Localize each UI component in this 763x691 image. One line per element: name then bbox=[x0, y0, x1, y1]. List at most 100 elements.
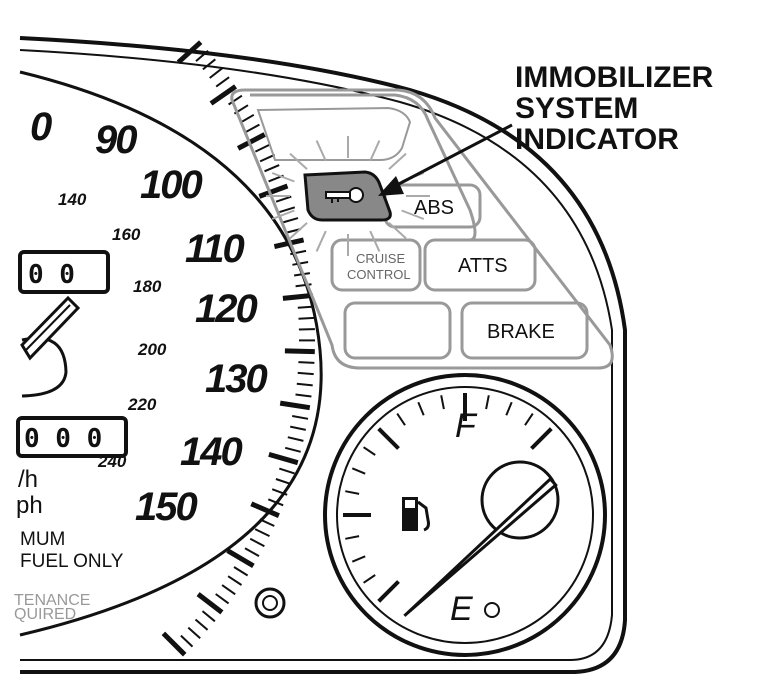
speed-tick bbox=[279, 206, 296, 214]
speedometer-needle bbox=[20, 295, 81, 361]
fuel-needle bbox=[403, 476, 558, 617]
glow-ray bbox=[289, 152, 308, 170]
speed-tick bbox=[249, 537, 265, 548]
glow-ray bbox=[388, 222, 407, 240]
speed-label-0: 0 bbox=[30, 105, 52, 149]
fuel-tick bbox=[377, 427, 400, 450]
fuel-warning-line-1: MUM bbox=[20, 529, 65, 550]
glow-ray bbox=[401, 209, 425, 220]
fuel-tick bbox=[345, 535, 360, 540]
speed-tick bbox=[201, 610, 216, 623]
unit-mph: ph bbox=[16, 492, 43, 519]
speed-tick bbox=[271, 488, 288, 496]
cruise-label-line-1: CRUISE bbox=[356, 251, 405, 266]
fuel-tick bbox=[524, 413, 534, 426]
glow-ray bbox=[289, 222, 308, 240]
unit-kmh: /h bbox=[18, 466, 38, 493]
maintenance-line-1: TENANCE bbox=[14, 592, 90, 609]
speed-tick bbox=[268, 451, 299, 466]
speed-tick bbox=[196, 592, 224, 615]
speed-tick bbox=[254, 143, 271, 153]
fuel-tick bbox=[505, 401, 513, 416]
callout-arrow-head bbox=[378, 176, 404, 196]
fuel-tick bbox=[363, 446, 376, 456]
fuel-tick bbox=[485, 395, 490, 410]
fuel-gauge-tick-marks bbox=[343, 393, 553, 603]
speed-tick bbox=[296, 382, 313, 387]
fuel-tick bbox=[396, 413, 406, 426]
speed-tick bbox=[297, 305, 314, 309]
speed-tick bbox=[176, 40, 203, 65]
callout-arrow-line bbox=[394, 123, 513, 188]
speed-label-140: 140 bbox=[180, 430, 242, 474]
glow-ray bbox=[369, 230, 381, 252]
speed-tick bbox=[287, 436, 304, 442]
speed-tick bbox=[244, 123, 260, 134]
speed-tick bbox=[254, 528, 270, 537]
speed-label-100: 100 bbox=[140, 163, 202, 207]
speed-tick bbox=[275, 478, 292, 486]
kmh-label-220: 220 bbox=[127, 395, 157, 414]
glow-ray bbox=[388, 152, 407, 170]
fuel-tick bbox=[530, 427, 553, 450]
kmh-label-180: 180 bbox=[133, 277, 162, 296]
brake-indicator bbox=[460, 301, 589, 360]
speed-tick bbox=[221, 584, 236, 596]
speed-label-90: 90 bbox=[95, 118, 137, 162]
speed-tick bbox=[290, 249, 307, 256]
speed-tick bbox=[279, 400, 311, 411]
fuel-door-indicator bbox=[484, 602, 500, 618]
speed-tick bbox=[236, 132, 266, 151]
speed-tick bbox=[264, 164, 280, 173]
speedometer: 0 90 100 110 120 130 140 150 140 160 180… bbox=[14, 40, 323, 657]
glow-ray bbox=[271, 209, 295, 220]
speed-tick bbox=[209, 67, 223, 79]
blank-indicator bbox=[343, 301, 452, 360]
speedometer-tick-marks bbox=[161, 40, 315, 657]
immobilizer-callout: IMMOBILIZER SYSTEM INDICATOR bbox=[378, 61, 714, 196]
fuel-tick bbox=[351, 467, 366, 475]
speed-tick bbox=[209, 84, 238, 106]
kmh-label-200: 200 bbox=[137, 340, 167, 359]
fuel-tick bbox=[440, 395, 445, 410]
speed-tick bbox=[194, 618, 209, 631]
fuel-tick bbox=[363, 574, 376, 584]
glow-ray bbox=[369, 140, 381, 162]
cruise-label-line-2: CONTROL bbox=[347, 267, 411, 282]
odometer-window bbox=[16, 416, 128, 458]
speed-tick bbox=[244, 547, 260, 557]
speed-tick bbox=[227, 575, 243, 586]
speed-tick bbox=[298, 316, 315, 320]
abs-label: ABS bbox=[414, 197, 454, 219]
trip-meter-window bbox=[18, 250, 110, 294]
fuel-tick bbox=[351, 555, 366, 563]
speed-tick bbox=[297, 371, 314, 376]
speed-tick bbox=[187, 626, 201, 640]
speed-tick bbox=[289, 425, 307, 431]
speed-tick bbox=[215, 76, 230, 88]
fuel-needle-hub bbox=[480, 460, 560, 540]
trip-meter-digits: 0 0 bbox=[28, 260, 75, 290]
speed-tick bbox=[233, 566, 249, 577]
key-icon bbox=[325, 187, 364, 203]
indicator-panel: ABS ATTS CRUISE CONTROL BRAKE bbox=[230, 88, 614, 370]
speed-tick bbox=[298, 361, 315, 364]
fuel-pump-icon bbox=[402, 497, 430, 532]
speed-label-150: 150 bbox=[135, 485, 197, 529]
cruise-control-indicator bbox=[330, 238, 422, 292]
glow-ray bbox=[315, 140, 327, 162]
speed-tick bbox=[161, 631, 187, 657]
speed-tick bbox=[259, 153, 276, 163]
speed-tick bbox=[267, 498, 284, 507]
speed-tick bbox=[202, 58, 216, 71]
speed-tick bbox=[282, 292, 314, 301]
trip-reset-knob bbox=[254, 587, 286, 619]
callout-line-1: IMMOBILIZER bbox=[515, 61, 714, 94]
speed-tick bbox=[226, 548, 255, 569]
glow-ray bbox=[271, 172, 295, 183]
fuel-tick bbox=[377, 580, 400, 603]
speed-tick bbox=[284, 348, 315, 355]
glow-ray bbox=[315, 230, 327, 252]
speed-tick bbox=[215, 593, 230, 605]
fuel-tick bbox=[345, 490, 360, 495]
